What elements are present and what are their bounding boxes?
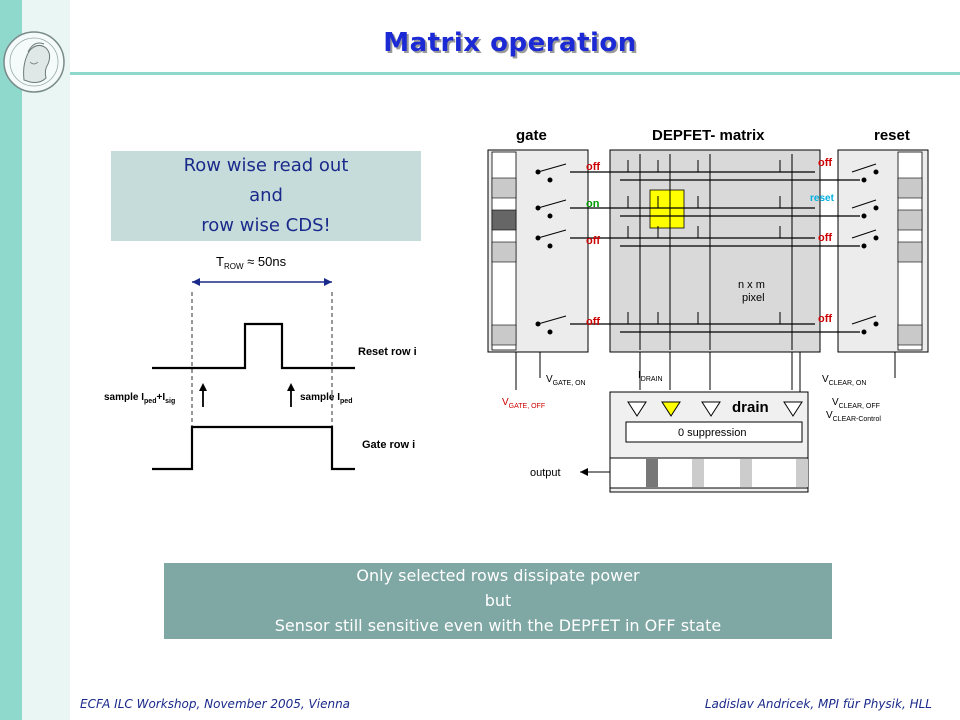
info-line-2: and	[249, 185, 283, 206]
timing-diagram: TROW ≈ 50ns Reset row i sample Iped+Isig…	[104, 254, 417, 471]
power-info-box: Only selected rows dissipate power but S…	[164, 563, 832, 639]
gate-state-row-2: on	[586, 198, 600, 210]
pixel-label-1: n x m	[738, 279, 765, 291]
footer-right: Ladislav Andricek, MPI für Physik, HLL	[704, 697, 932, 711]
pixel-label-2: pixel	[742, 292, 765, 304]
power-line-1: Only selected rows dissipate power	[356, 566, 640, 585]
t-row-arrow-left-head	[192, 278, 200, 286]
reset-register-cells	[897, 177, 923, 346]
reset-switches	[851, 163, 879, 335]
gate-register-cells	[491, 177, 517, 346]
drain-amplifiers	[627, 401, 803, 417]
t-row-label: TROW ≈ 50ns	[216, 254, 287, 271]
info-line-3: row wise CDS!	[201, 215, 331, 236]
power-line-2: but	[484, 591, 512, 610]
transistor-symbols	[627, 160, 788, 325]
t-row-arrow-right-head	[324, 278, 332, 286]
depfet-matrix-diagram: gate DEPFET- matrix reset	[487, 127, 929, 493]
info-line-1: Row wise read out	[183, 155, 349, 176]
vgate-off-label: VGATE, OFF	[502, 397, 545, 410]
readout-info-box: Row wise read out and row wise CDS!	[111, 151, 421, 241]
left-accent-bar	[0, 0, 22, 720]
gate-state-row-4: off	[586, 316, 600, 328]
supply-lines	[515, 352, 896, 392]
vclear-control-label: VCLEAR-Control	[826, 410, 881, 423]
gate-state-row-1: off	[586, 161, 600, 173]
reset-row-label: Reset row i	[358, 346, 417, 358]
matrix-header: DEPFET- matrix	[652, 127, 765, 144]
sample-ped-label: sample Iped	[300, 392, 352, 405]
gate-state-row-3: off	[586, 235, 600, 247]
left-accent-panel	[22, 0, 70, 720]
sample-ped-sig-label: sample Iped+Isig	[104, 392, 175, 405]
vclear-on-label: VCLEAR, ON	[822, 374, 866, 387]
reset-state-row-2: reset	[810, 193, 835, 204]
output-register	[609, 457, 809, 489]
zero-suppression-block	[625, 421, 803, 443]
reset-state-row-4: off	[818, 313, 832, 325]
power-line-3: Sensor still sensitive even with the DEP…	[274, 616, 722, 635]
reset-signal-trace	[152, 322, 355, 370]
minerva-logo	[3, 31, 65, 93]
output-arrow-head	[580, 468, 588, 476]
drain-label: drain	[732, 399, 769, 416]
vgate-on-label: VGATE, ON	[546, 374, 586, 387]
sample-arrow-1-head	[199, 383, 207, 391]
reset-state-row-1: off	[818, 157, 832, 169]
idrain-label: IDRAIN	[638, 370, 663, 383]
slide-title: Matrix operation	[383, 28, 637, 58]
output-register-cells	[646, 459, 808, 487]
gate-switches	[535, 163, 567, 335]
pixel-matrix	[609, 149, 821, 353]
sample-arrow-2-head	[287, 383, 295, 391]
vclear-off-label: VCLEAR, OFF	[832, 397, 880, 410]
output-label: output	[530, 467, 561, 479]
matrix-ellipsis	[639, 171, 775, 325]
zero-suppression-label: 0 suppression	[678, 427, 747, 439]
footer-left: ECFA ILC Workshop, November 2005, Vienna	[80, 697, 351, 711]
reset-header: reset	[874, 127, 910, 144]
column-lines	[639, 154, 793, 350]
gate-row-label: Gate row i	[362, 439, 415, 451]
gate-header: gate	[516, 127, 547, 144]
title-rule	[70, 72, 960, 75]
gate-signal-trace	[152, 425, 355, 471]
selected-pixel-highlight	[649, 189, 685, 229]
reset-state-row-3: off	[818, 232, 832, 244]
